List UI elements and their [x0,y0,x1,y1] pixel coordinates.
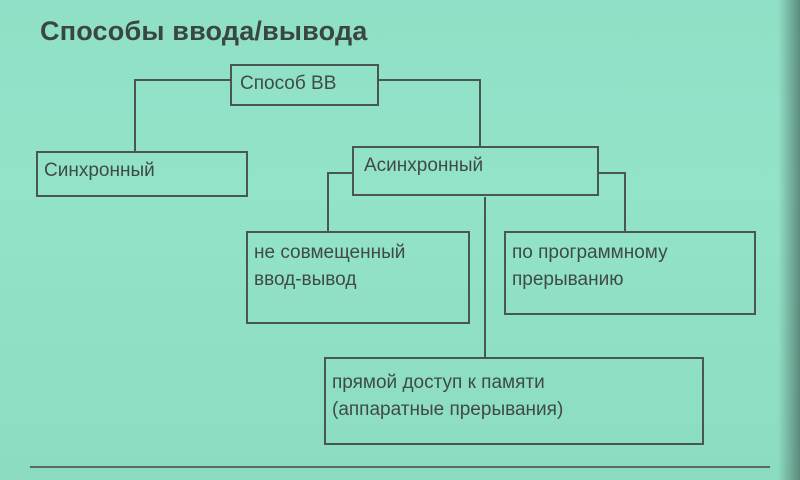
node-async-label: Асинхронный [364,155,484,176]
connector-root-sync [134,79,232,152]
node-non-combined-io-line2: ввод-вывод [254,269,357,290]
node-sync: Синхронный [36,151,248,197]
node-non-combined-io-line1: не совмещенный [254,242,406,263]
node-sync-label: Синхронный [44,160,155,181]
node-non-combined-io: не совмещенный ввод-вывод [246,231,470,324]
node-async: Асинхронный [352,146,599,196]
node-root: Способ ВВ [230,64,379,106]
screen-edge-shadow [778,0,800,480]
connector-async-noncombined [327,172,353,232]
slide-title: Способы ввода/вывода [40,16,368,46]
connector-async-program [598,172,626,232]
node-program-interrupt-line1: по программному [512,242,668,263]
bottom-divider [30,466,770,468]
node-dma: прямой доступ к памяти (аппаратные преры… [324,357,704,445]
node-program-interrupt-line2: прерыванию [512,269,624,290]
connector-root-async [378,79,481,147]
node-dma-line2: (аппаратные прерывания) [332,399,564,420]
node-root-label: Способ ВВ [240,73,337,94]
node-program-interrupt: по программному прерыванию [504,231,756,315]
node-dma-line1: прямой доступ к памяти [332,372,545,393]
